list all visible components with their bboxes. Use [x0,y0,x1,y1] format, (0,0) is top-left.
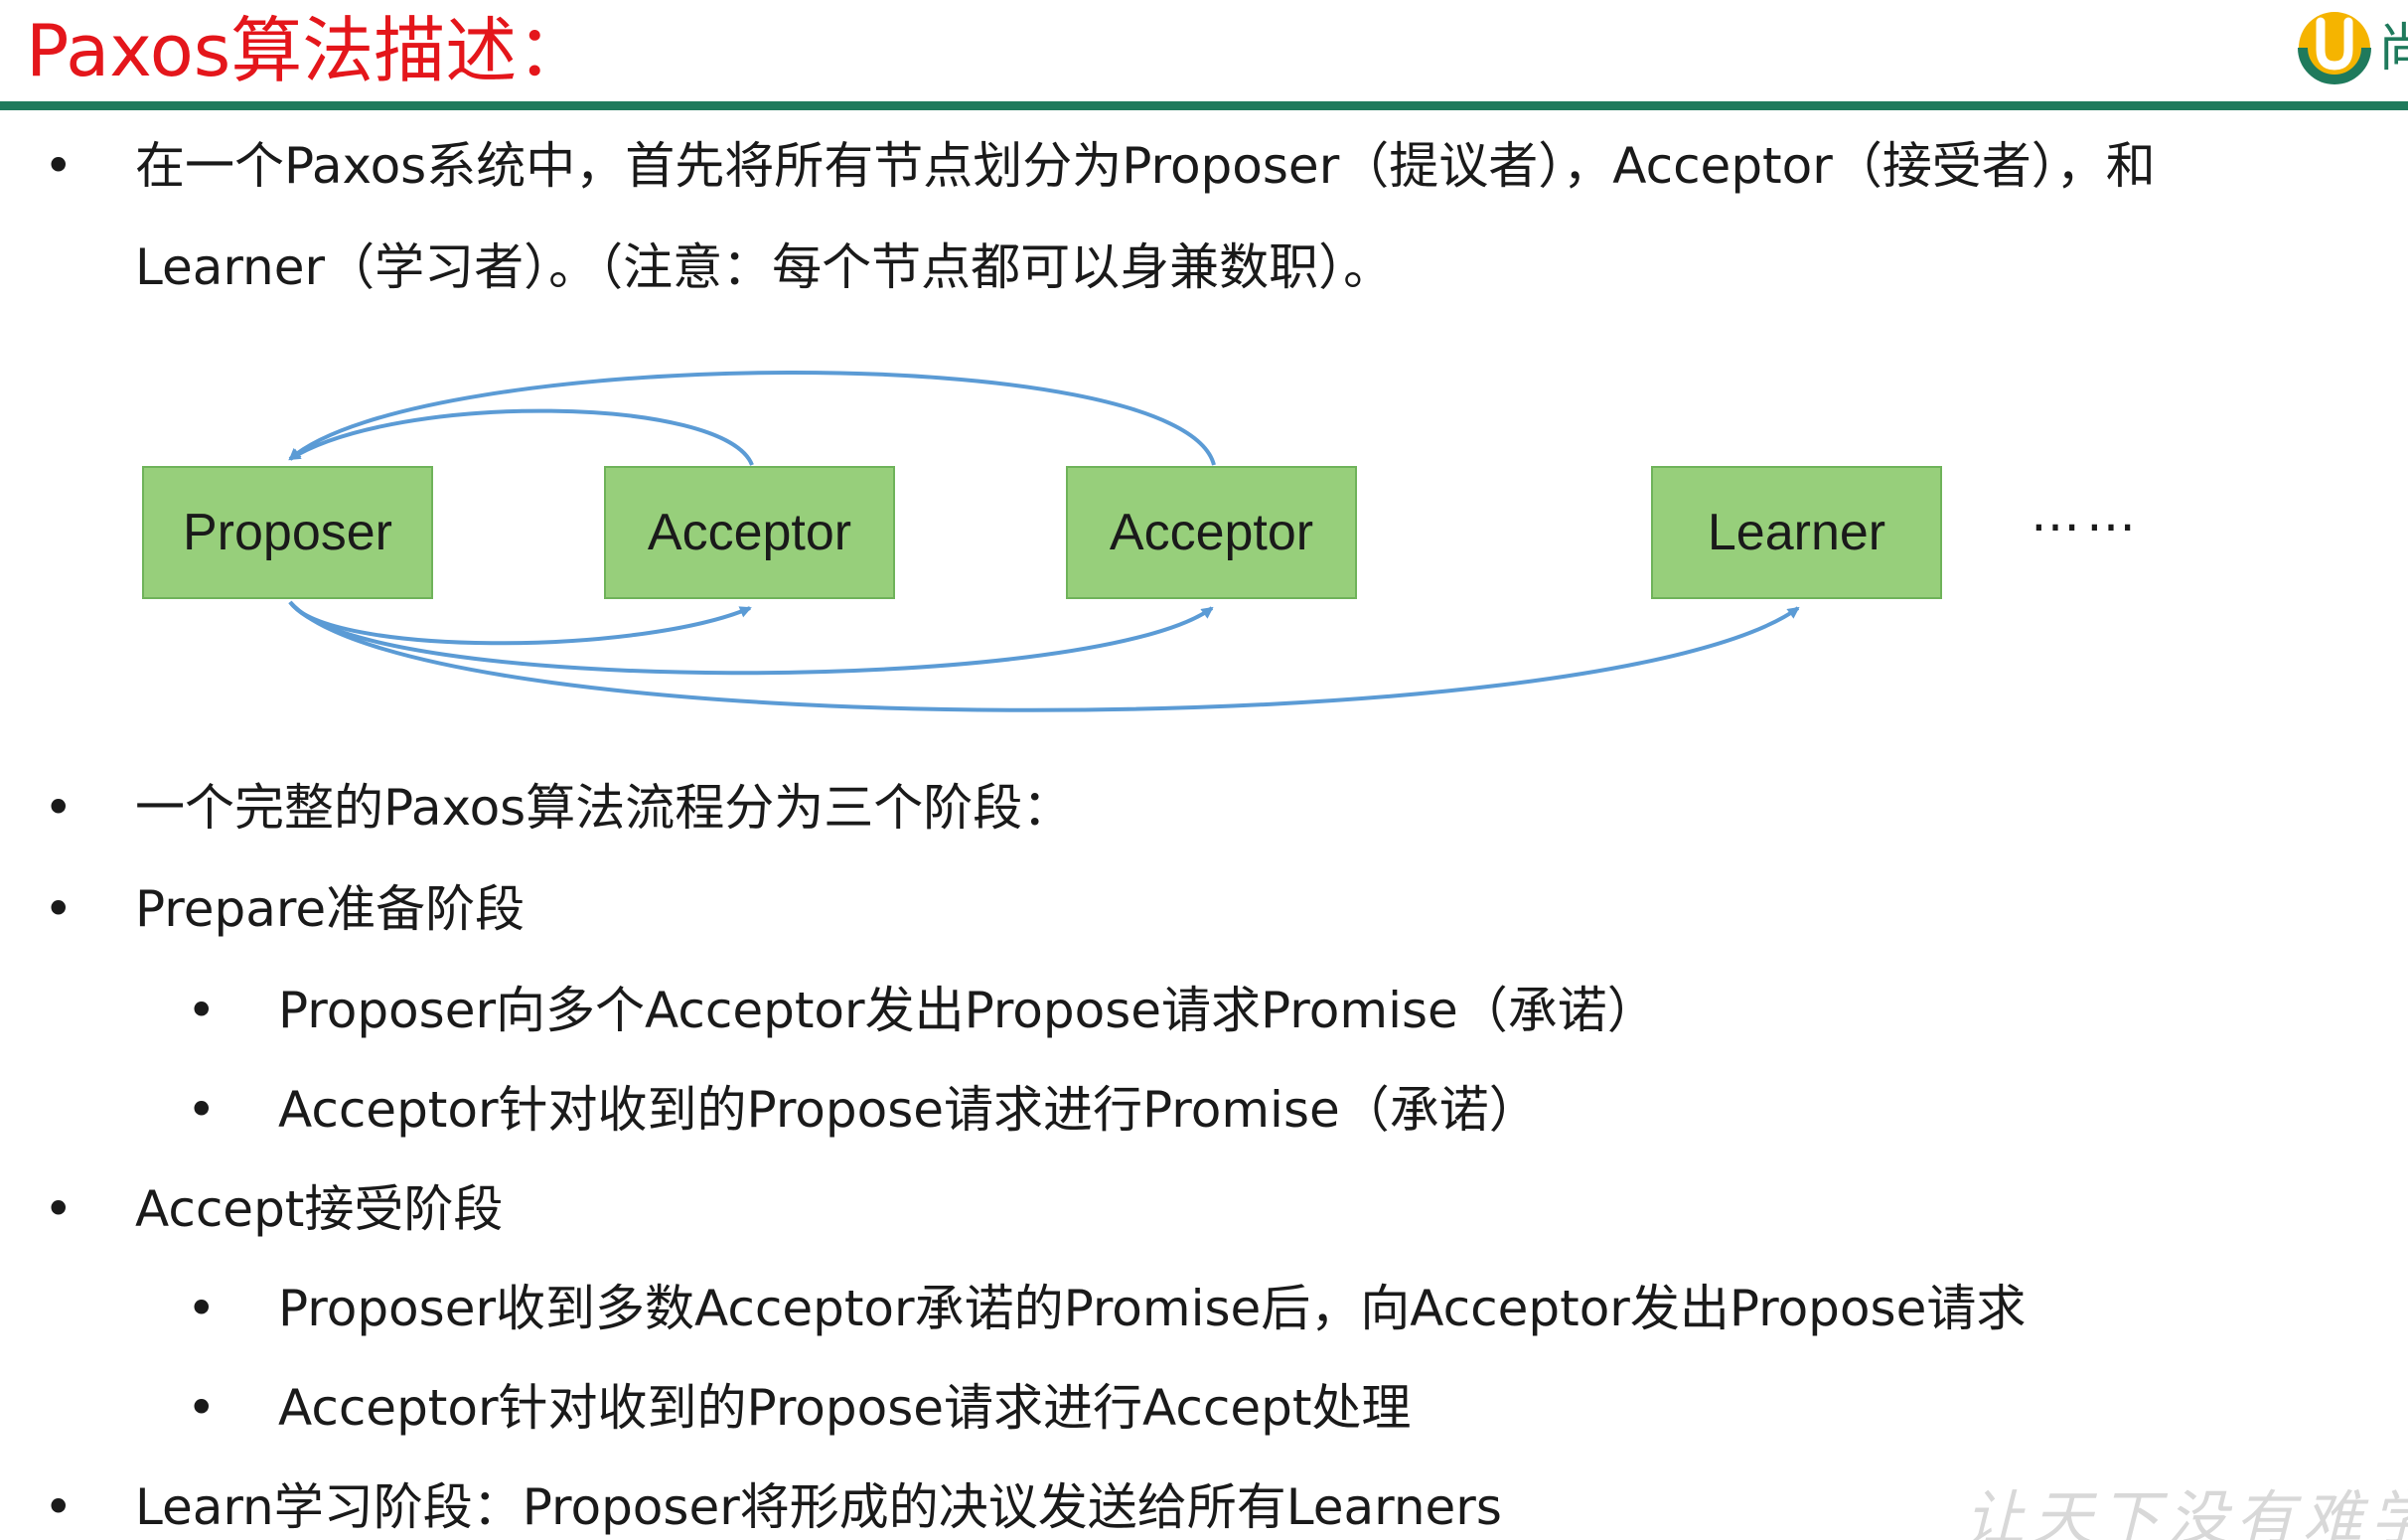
bullet-marker: • [44,137,74,195]
phases-overview: 一个完整的Paxos算法流程分为三个阶段： [135,779,1073,837]
bullet-marker: • [44,1478,74,1536]
node-acceptor-2: Acceptor [1066,466,1357,599]
accept-item-2: Acceptor针对收到的Propose请求进行Accept处理 [278,1379,1412,1437]
logo-char: 尚 [2378,19,2408,78]
sub-bullet-marker: • [187,1280,217,1337]
accept-heading: Accept接受阶段 [135,1180,504,1238]
bullet-marker: • [44,1180,74,1238]
slide-title: Paxos算法描述： [26,9,589,92]
diagram-ellipsis: …… [2031,485,2142,542]
intro-line-2: Learner（学习者）。（注意：每个节点都可以身兼数职）。 [135,238,1394,296]
sub-bullet-marker: • [187,982,217,1039]
arrow-proposer-to-learner [288,600,1800,712]
prepare-heading: Prepare准备阶段 [135,880,526,938]
node-learner: Learner [1651,466,1942,599]
diagram-arrows [288,371,1800,712]
prepare-item-1: Proposer向多个Acceptor发出Propose请求Promise（承诺… [278,982,1657,1039]
brand-u-logo-icon: 尚 [2295,4,2408,91]
bullet-marker: • [44,880,74,938]
bullet-marker: • [44,779,74,837]
accept-item-1: Proposer收到多数Acceptor承诺的Promise后，向Accepto… [278,1280,2027,1337]
sub-bullet-marker: • [187,1081,217,1139]
prepare-item-2: Acceptor针对收到的Propose请求进行Promise（承诺） [278,1081,1539,1139]
watermark: 让天下没有难学 [1965,1484,2408,1540]
sub-bullet-marker: • [187,1379,217,1437]
node-acceptor-1: Acceptor [604,466,895,599]
arrow-acceptor1-to-proposer [288,408,754,466]
arrow-proposer-to-acceptor1 [288,600,752,646]
arrow-acceptor2-to-proposer [288,371,1216,466]
arrow-proposer-to-acceptor2 [288,600,1214,676]
learn-heading: Learn学习阶段：Proposer将形成的决议发送给所有Learners [135,1478,1502,1536]
intro-line-1: 在一个Paxos系统中，首先将所有节点划分为Proposer（提议者），Acce… [135,137,2156,195]
node-proposer: Proposer [142,466,433,599]
title-divider [0,101,2408,110]
